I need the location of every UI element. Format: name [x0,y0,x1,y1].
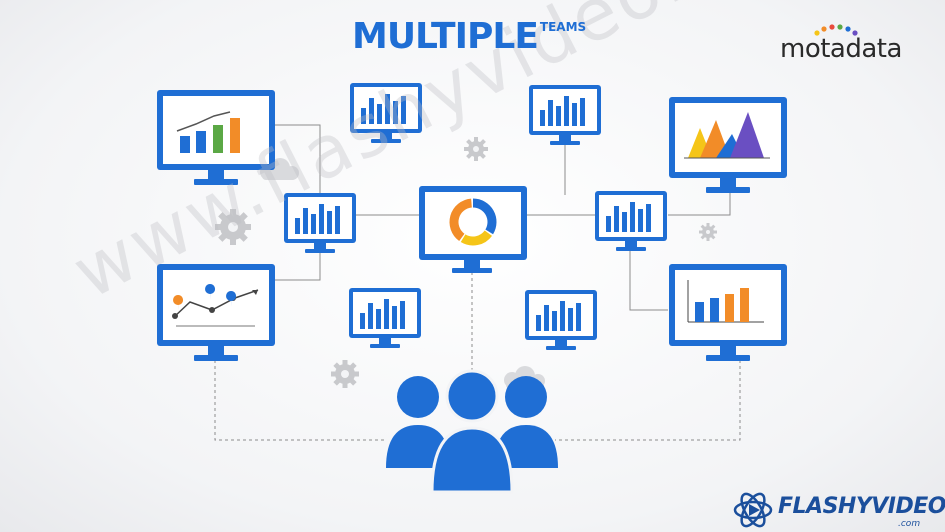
bar-chart-graphic [687,280,764,323]
bar-chart-graphic [606,202,651,232]
connector-line [629,240,668,311]
monitor-bottom-left [157,264,275,361]
title-main: MULTIPLE [352,16,539,57]
dashed-line [555,360,741,441]
area-chart-graphic [684,112,770,159]
monitor-bottom-center-right [525,290,597,350]
motadata-logo-dots [814,24,858,36]
connector-line [275,240,321,281]
donut-segment [472,198,497,235]
monitor-top-left [157,90,275,185]
donut-segment [460,230,493,246]
monitor-middle-left [284,193,356,253]
monitor-center [419,186,527,273]
donut-chart-graphic [449,198,497,246]
gear-icon [699,223,717,241]
donut-segment [449,198,473,242]
monitor-top-center-left [350,83,422,143]
bar-chart-graphic [176,111,240,153]
dashed-connectors [214,260,741,441]
bar-chart-graphic [361,94,406,124]
team-people-icon [386,369,558,494]
bar-chart-graphic [295,204,340,234]
brand-logo-text: motadata [780,34,902,64]
bar-chart-graphic [536,301,581,331]
connectors [275,124,731,311]
gear-icon [464,137,488,161]
footer-logo-text: FLASHYVIDEO [778,494,945,519]
bar-chart-graphic [540,96,585,126]
gear-icon [215,209,251,245]
monitor-top-right [669,97,787,193]
timeline-graphic [172,284,259,327]
footer-logo-suffix: .com [898,519,921,529]
monitor-top-center-right [529,85,601,145]
connector-line [275,124,321,195]
monitor-middle-right [595,191,667,251]
dashed-line [214,360,385,441]
title-superscript: TEAMS [539,20,587,34]
monitor-bottom-center-left [349,288,421,348]
gear-icon [331,360,359,388]
bar-chart-graphic [360,299,405,329]
monitor-bottom-right [669,264,787,361]
flashyvideo-logo-icon [733,492,773,528]
connector-line [668,190,731,216]
